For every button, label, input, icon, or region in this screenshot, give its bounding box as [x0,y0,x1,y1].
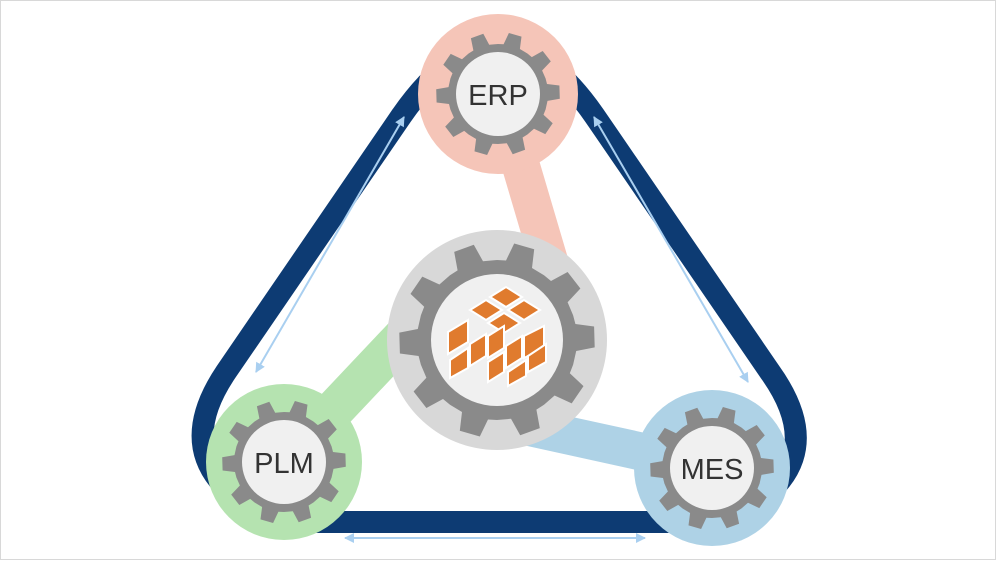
plm-node: PLM [206,384,362,540]
gear-hub [242,420,326,504]
double-arrow-icon [593,116,749,383]
gear-hub [456,52,540,136]
cube-logo-icon [447,285,547,388]
erp-label: ERP [468,80,528,112]
erp-node: ERP [418,14,578,174]
hub-node [387,230,607,450]
gear-hub [670,426,754,510]
plm-label: PLM [254,448,314,480]
mes-label: MES [681,454,744,486]
mes-node: MES [634,390,790,546]
double-arrow-icon [255,116,405,373]
